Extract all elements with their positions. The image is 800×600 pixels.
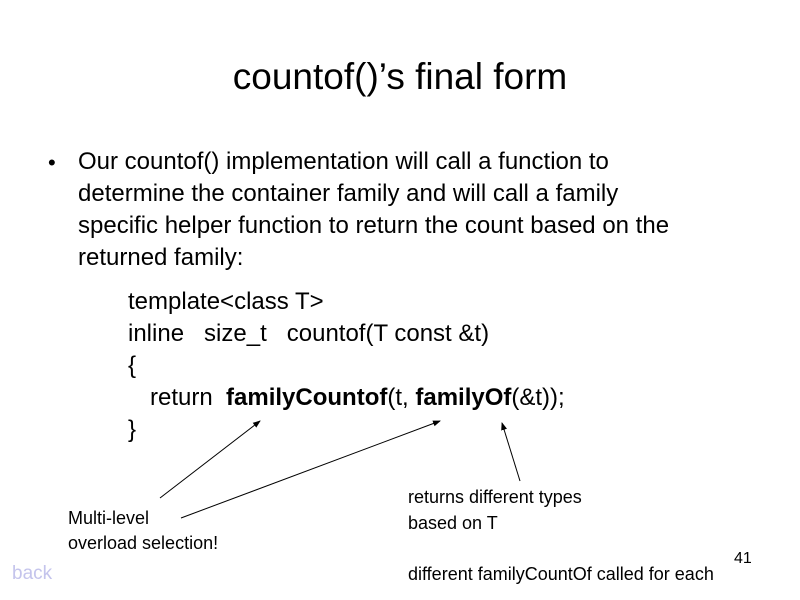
code-args: (t, (387, 384, 416, 411)
code-familyof: familyOf (415, 384, 512, 411)
code-args-end: (&t)); (511, 384, 565, 411)
page-number: 41 (734, 550, 752, 567)
code-return: return (150, 384, 227, 411)
code-line: inline size_t countof(T const &t) (128, 320, 490, 347)
arrow-familycountof (159, 420, 261, 499)
note-left: Multi-level (68, 508, 150, 528)
code-line: template<class T> (128, 288, 324, 315)
bullet-line: specific helper function to return the c… (78, 212, 670, 239)
code-line-return: return familyCountof(t, familyOf(&t)); (150, 384, 565, 412)
note-right: different familyCountOf called for each (408, 564, 714, 584)
bullet-line: returned family: (78, 244, 244, 271)
note-left: overload selection! (68, 533, 219, 553)
back-link[interactable]: back (12, 563, 53, 584)
slide-title: countof()’s final form (232, 56, 568, 97)
bullet-line: determine the container family and will … (78, 180, 619, 207)
note-right: returns different types (408, 487, 582, 507)
code-line: } (128, 416, 137, 443)
note-right: based on T (408, 513, 498, 533)
arrow-familyof-right (501, 422, 521, 482)
bullet-line: Our countof() implementation will call a… (78, 148, 609, 175)
arrow-familyof (180, 420, 441, 519)
bullet-marker: • (48, 150, 56, 175)
code-line: { (128, 352, 137, 379)
code-familycountof: familyCountof (226, 384, 388, 411)
